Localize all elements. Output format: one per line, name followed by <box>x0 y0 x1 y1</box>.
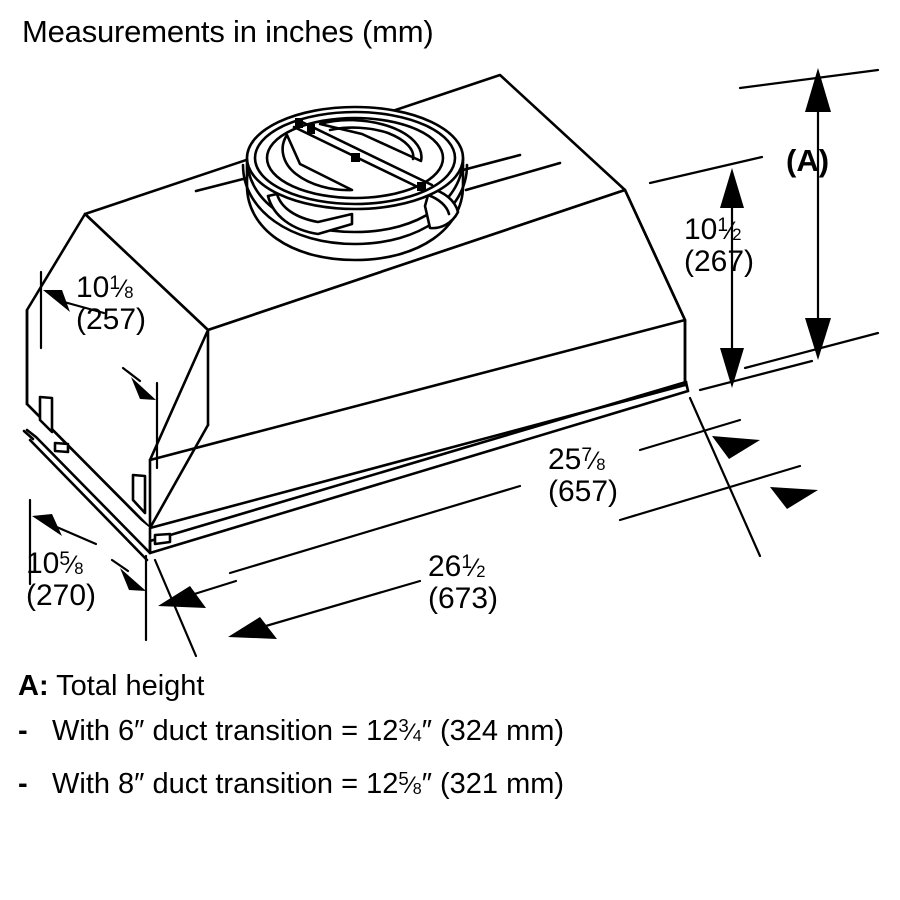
dim-mm-267: (267) <box>684 245 755 279</box>
fraction-1-2: 1⁄2 <box>717 214 742 245</box>
dim-mm-657: (657) <box>548 475 619 509</box>
legend-title-key: A: <box>18 670 49 702</box>
legend-block: A: Total height - With 6″ duct transitio… <box>18 672 888 823</box>
legend-item-8in-text: With 8″ duct transition = 125⁄8″ (321 mm… <box>52 768 565 800</box>
dimension-depth-front <box>28 498 148 642</box>
dimension-width-upper <box>153 396 762 658</box>
legend-8in-pre: With 8″ duct transition = 12 <box>52 768 399 800</box>
dimension-total-height-A <box>738 68 880 370</box>
dim-inches-270: 10 <box>26 547 60 580</box>
mounting-tabs <box>38 395 172 546</box>
dim-inches-267: 10 <box>684 213 718 246</box>
callout-label-A: (A) <box>786 143 830 178</box>
dimension-label-width-lower: 261⁄2 (673) <box>428 550 499 616</box>
fraction-1-2-lower: 1⁄2 <box>461 551 486 582</box>
fraction-5-8: 5⁄8 <box>59 548 84 579</box>
fraction-3-4: 3⁄4 <box>398 715 422 746</box>
legend-6in-pre: With 6″ duct transition = 12 <box>52 715 399 747</box>
dimension-label-depth-front: 105⁄8 (270) <box>26 547 97 613</box>
legend-item-6in: - With 6″ duct transition = 123⁄4″ (324 … <box>18 715 888 747</box>
legend-item-6in-text: With 6″ duct transition = 123⁄4″ (324 mm… <box>52 715 565 747</box>
dim-inches-657: 25 <box>548 443 582 476</box>
legend-8in-post: ″ (321 mm) <box>421 768 565 800</box>
legend-6in-post: ″ (324 mm) <box>421 715 565 747</box>
dimension-body-height <box>648 155 814 392</box>
dimension-label-width-upper: 257⁄8 (657) <box>548 443 619 509</box>
dim-inches-257: 10 <box>76 271 110 304</box>
fraction-5-8-legend: 5⁄8 <box>398 768 422 799</box>
dim-inches-673: 26 <box>428 550 462 583</box>
dim-mm-270: (270) <box>26 579 97 613</box>
duct-collar-damper <box>194 105 562 262</box>
dim-mm-673: (673) <box>428 582 499 616</box>
fraction-7-8: 7⁄8 <box>581 444 606 475</box>
legend-title-text: Total height <box>56 670 205 702</box>
dimension-label-depth-left: 101⁄8 (257) <box>76 271 147 337</box>
dimension-label-body-height: 101⁄2 (267) <box>684 213 755 279</box>
fraction-1-8: 1⁄8 <box>109 272 134 303</box>
dimension-depth-left <box>39 270 159 470</box>
hood-bottom-flange <box>22 380 690 562</box>
legend-bullet-icon: - <box>18 715 28 747</box>
legend-bullet-icon-2: - <box>18 768 28 800</box>
dim-mm-257: (257) <box>76 303 147 337</box>
page-title: Measurements in inches (mm) <box>22 14 434 49</box>
legend-title: A: Total height <box>18 672 888 701</box>
dimension-width-lower <box>228 464 818 639</box>
legend-item-8in: - With 8″ duct transition = 125⁄8″ (321 … <box>18 768 888 800</box>
